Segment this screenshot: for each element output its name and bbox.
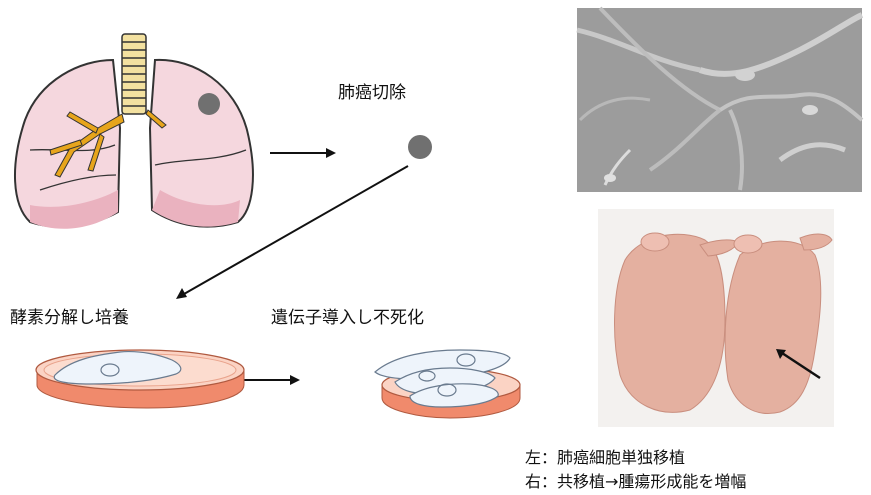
lung-illustration — [15, 34, 253, 229]
step-culture-label: 酵素分解し培養 — [10, 303, 129, 328]
step-resection-label: 肺癌切除 — [338, 78, 406, 103]
caption-right-mouse: 右：共移植→腫瘍形成能を増幅 — [525, 470, 746, 494]
immortalized-dish — [375, 350, 520, 418]
mouse-left — [615, 234, 725, 412]
culture-dish — [36, 350, 244, 408]
step-immortalize-label: 遺伝子導入し不死化 — [271, 303, 424, 328]
xenograft-mice-photo — [598, 209, 834, 427]
lung-tumor — [198, 93, 220, 115]
trachea — [122, 34, 146, 114]
microscopy-image — [577, 8, 862, 192]
arrow-to-resection — [270, 148, 336, 158]
caption-left-mouse: 左：肺癌細胞単独移植 — [525, 446, 685, 470]
resected-tumor — [408, 135, 432, 159]
